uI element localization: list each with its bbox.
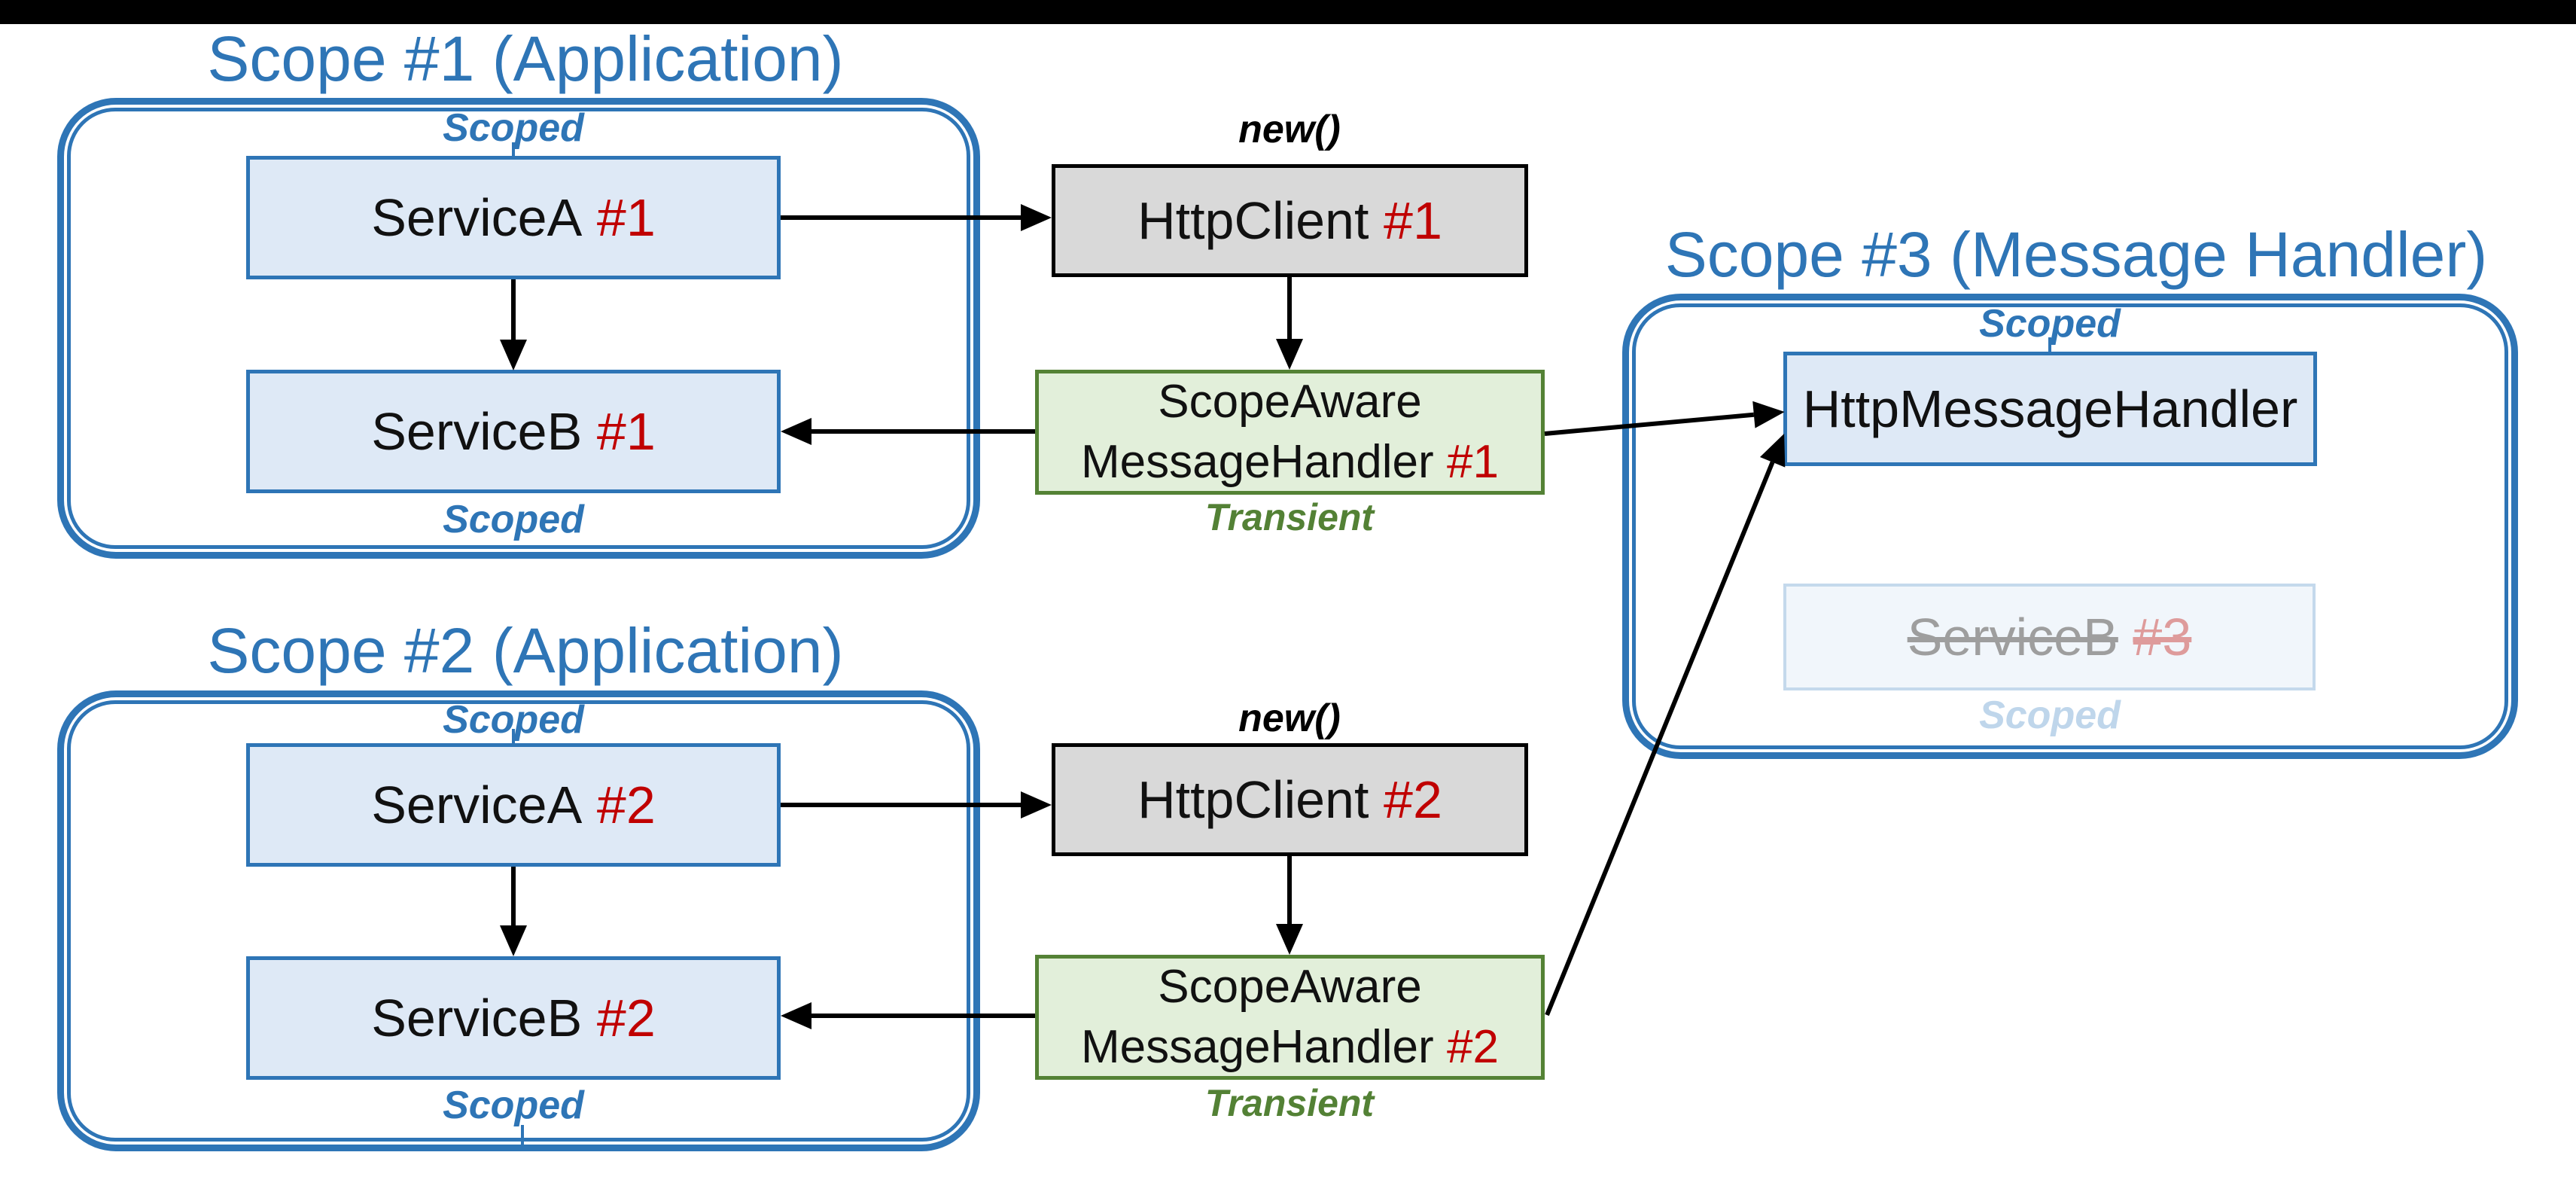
arrowhead-down-icon <box>1276 924 1303 955</box>
arrowhead-left-icon <box>781 1002 811 1029</box>
servicea2-instance: #2 <box>596 776 656 834</box>
scope2-bottom-leader-tick <box>521 1125 524 1148</box>
arrowhead-left-icon <box>781 418 811 445</box>
serviceb2-instance: #2 <box>596 989 656 1047</box>
servicea1-instance: #1 <box>596 188 656 247</box>
handler1-line2: MessageHandler#1 <box>1080 436 1500 488</box>
arrowhead-down-icon <box>1276 339 1303 370</box>
httpclient1-instance: #1 <box>1384 191 1442 250</box>
node-httpclient-1: HttpClient #1 <box>1052 164 1528 277</box>
scope2-container <box>57 690 980 1151</box>
node-httpclient-2: HttpClient #2 <box>1052 743 1528 856</box>
transient-label-1: Transient <box>1204 496 1375 538</box>
arrow-servicea1-to-httpclient1 <box>781 204 1052 231</box>
node-servicea-2: ServiceA#2 <box>246 743 781 867</box>
servicea1-label: ServiceA <box>371 188 583 247</box>
node-servicea-1: ServiceA#1 <box>246 156 781 279</box>
serviceb2-label: ServiceB <box>371 989 583 1047</box>
handler2-instance: #2 <box>1447 1021 1500 1073</box>
handler1-line1: ScopeAware <box>1158 376 1422 428</box>
arrow-servicea1-to-serviceb1 <box>500 279 527 370</box>
httpclient2-label: HttpClient <box>1137 770 1369 829</box>
arrowhead-right-icon <box>1021 791 1052 818</box>
arrow-handler1-to-serviceb1 <box>781 418 1035 445</box>
serviceb1-label: ServiceB <box>371 402 583 461</box>
arrow-servicea2-to-httpclient2 <box>781 791 1052 818</box>
serviceb3-label: ServiceB <box>1907 608 2118 666</box>
scope1-scoped-leader-tick <box>512 142 515 156</box>
scope3-container <box>1622 294 2518 759</box>
scope1-scoped-bottom-label: Scoped <box>443 498 584 541</box>
servicea2-label: ServiceA <box>371 776 583 834</box>
handler2-line2: MessageHandler#2 <box>1080 1021 1500 1073</box>
httpclient2-instance: #2 <box>1384 770 1442 829</box>
arrowhead-down-icon <box>500 340 527 370</box>
arrowhead-right-icon <box>1021 204 1052 231</box>
node-httpmessagehandler: HttpMessageHandler <box>1783 352 2317 466</box>
node-serviceb-3-disposed: ServiceB #3 <box>1783 584 2316 690</box>
arrow-httpclient1-to-handler1 <box>1276 273 1303 370</box>
node-scopeaware-messagehandler-2: ScopeAware MessageHandler#2 <box>1035 955 1545 1080</box>
handler2-line1: ScopeAware <box>1158 961 1422 1013</box>
scope2-scoped-bottom-label: Scoped <box>443 1084 584 1127</box>
arrow-httpclient2-to-handler2 <box>1276 852 1303 955</box>
arrow-servicea2-to-serviceb2 <box>500 867 527 956</box>
transient-label-2: Transient <box>1204 1082 1375 1124</box>
node-serviceb-1: ServiceB#1 <box>246 370 781 493</box>
httpmessagehandler-label: HttpMessageHandler <box>1802 380 2298 438</box>
top-black-bar <box>0 0 2576 24</box>
new-annotation-2: new() <box>1238 697 1341 740</box>
serviceb3-instance: #3 <box>2133 608 2192 666</box>
arrow-handler2-to-serviceb2 <box>781 1002 1035 1029</box>
httpclient1-label: HttpClient <box>1137 191 1369 250</box>
scope2-scoped-leader-tick <box>512 729 515 743</box>
scope3-scoped-leader-tick <box>2048 337 2051 352</box>
arrowhead-right-icon <box>1752 398 1786 428</box>
serviceb1-instance: #1 <box>596 402 656 461</box>
node-serviceb-2: ServiceB#2 <box>246 956 781 1080</box>
scope3-scoped-faded-label: Scoped <box>1979 693 2121 737</box>
scope2-title: Scope #2 (Application) <box>207 615 844 686</box>
new-annotation-1: new() <box>1238 108 1341 151</box>
node-scopeaware-messagehandler-1: ScopeAware MessageHandler#1 <box>1035 370 1545 495</box>
arrowhead-down-icon <box>500 925 527 956</box>
handler1-instance: #1 <box>1447 436 1500 488</box>
scope3-title: Scope #3 (Message Handler) <box>1664 219 2488 290</box>
scope1-container <box>57 98 980 559</box>
scope1-title: Scope #1 (Application) <box>207 23 844 94</box>
